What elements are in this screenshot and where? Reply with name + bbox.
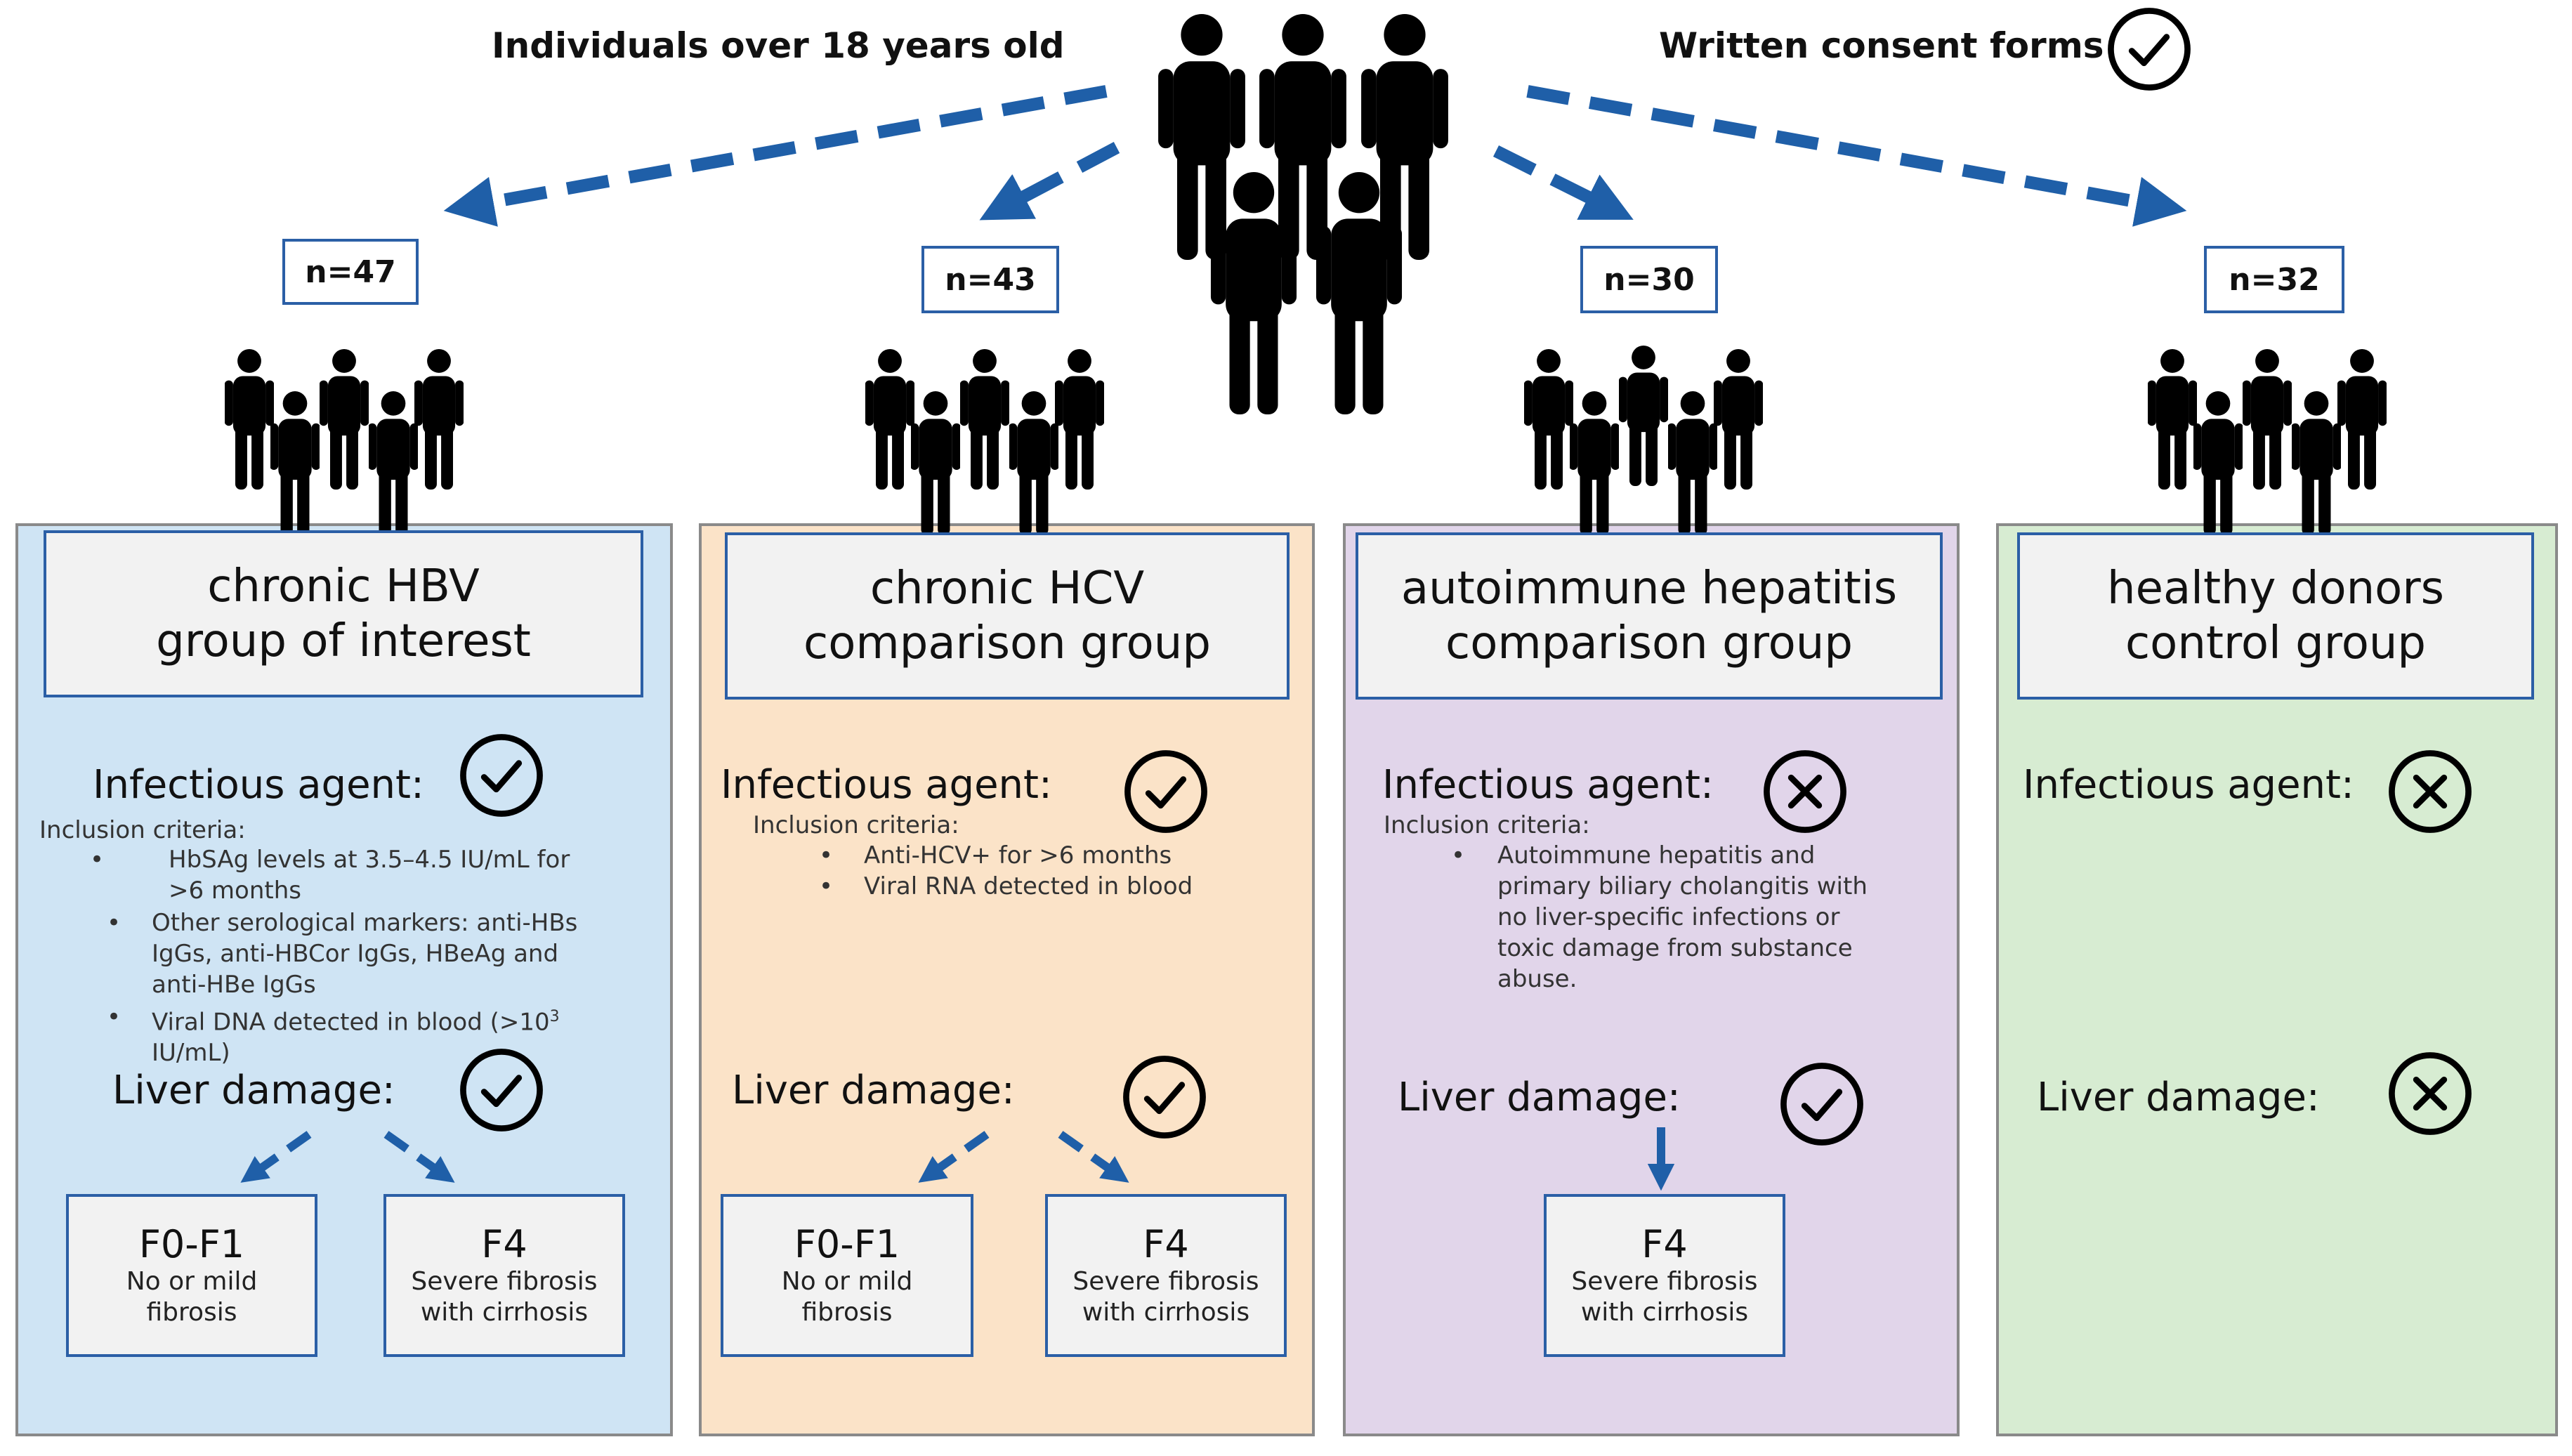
header-left-label: Individuals over 18 years old [492,25,1065,66]
check-circle-icon [458,732,545,819]
n-count-hcv: n=43 [921,246,1059,313]
group-title-hcv-line1: chronic HCV [870,563,1145,615]
group-title-hbv-line2: group of interest [156,615,531,667]
criteria-list-hcv: •Anti-HCV+ for >6 months •Viral RNA dete… [815,840,1271,902]
stage-box-hcv-f4: F4 Severe fibrosis with cirrhosis [1045,1194,1287,1357]
stage-desc: No or mild [781,1267,913,1296]
x-circle-icon [2387,1050,2474,1137]
consent-check-icon [2106,6,2193,93]
group-title-aih-line2: comparison group [1445,617,1853,669]
arrow-to-aih [1492,145,1634,220]
criteria-label-aih: Inclusion criteria: [1384,811,1590,839]
stage-desc: Severe fibrosis [1072,1267,1259,1296]
stage-code: F4 [1143,1222,1189,1266]
group-title-healthy-line2: control group [2125,617,2427,669]
group-people-icon-healthy [2148,349,2387,535]
group-title-hbv-line1: chronic HBV [207,560,480,612]
n-count-aih: n=30 [1580,246,1718,313]
list-item: •Autoimmune hepatitis and primary biliar… [1451,841,1868,993]
group-title-hcv-line2: comparison group [803,617,1211,669]
check-circle-icon [1778,1061,1865,1148]
group-people-icon-hbv [225,349,464,535]
population-icon [1158,14,1448,414]
group-title-healthy-line1: healthy donors [2107,563,2444,615]
group-title-hbv: chronic HBV group of interest [44,530,643,697]
liver-label-healthy: Liver damage: [2037,1075,2320,1120]
stage-code: F4 [481,1222,527,1266]
stage-desc: with cirrhosis [1082,1298,1250,1327]
criteria-list-hbv: •HbSAg levels at 3.5–4.5 IU/mL for >6 mo… [84,844,597,1068]
list-item: •HbSAg levels at 3.5–4.5 IU/mL for >6 mo… [90,846,570,905]
header-right-label: Written consent forms [1659,25,2104,66]
stage-desc: with cirrhosis [1580,1298,1749,1327]
stage-box-aih-f4: F4 Severe fibrosis with cirrhosis [1544,1194,1785,1357]
x-circle-icon [2387,748,2474,835]
infectious-label-healthy: Infectious agent: [2023,762,2354,808]
criteria-list-aih: •Autoimmune hepatitis and primary biliar… [1447,840,1896,995]
arrow-hbv-f0 [240,1131,312,1183]
stage-box-hcv-f0f1: F0-F1 No or mild fibrosis [721,1194,973,1357]
liver-label-hbv: Liver damage: [112,1068,395,1113]
stage-code: F0-F1 [138,1222,245,1266]
arrow-to-hcv [979,142,1120,221]
infectious-label-aih: Infectious agent: [1382,762,1714,808]
stage-box-hbv-f4: F4 Severe fibrosis with cirrhosis [383,1194,625,1357]
stage-desc: Severe fibrosis [1571,1267,1758,1296]
x-circle-icon [1761,748,1849,835]
liver-label-aih: Liver damage: [1398,1075,1681,1120]
list-item: •Other serological markers: anti-HBs IgG… [107,909,578,999]
infectious-label-hcv: Infectious agent: [721,762,1052,808]
stage-box-hbv-f0f1: F0-F1 No or mild fibrosis [66,1194,317,1357]
arrow-hcv-f4 [1058,1131,1129,1183]
group-title-aih: autoimmune hepatitis comparison group [1356,532,1943,700]
stage-desc: with cirrhosis [420,1298,589,1327]
list-item: •Viral RNA detected in blood [819,872,1193,900]
stage-code: F4 [1641,1222,1688,1266]
check-circle-icon [1122,748,1209,835]
check-circle-icon [458,1047,545,1134]
stage-desc: No or mild [126,1267,258,1296]
n-count-healthy: n=32 [2204,246,2344,313]
group-title-aih-line1: autoimmune hepatitis [1400,563,1898,615]
group-title-hcv: chronic HCV comparison group [725,532,1290,700]
list-item: •Viral DNA detected in blood (>103 IU/mL… [107,1003,560,1068]
group-title-healthy: healthy donors control group [2017,532,2534,700]
group-people-icon-aih [1524,346,1763,535]
infectious-label-hbv: Infectious agent: [93,762,424,808]
stage-code: F0-F1 [794,1222,900,1266]
criteria-label-hbv: Inclusion criteria: [39,816,246,844]
stage-desc: fibrosis [146,1298,237,1327]
liver-label-hcv: Liver damage: [732,1068,1015,1113]
arrow-to-hbv [443,85,1108,227]
group-people-icon-hcv [865,349,1104,535]
arrow-hcv-f0 [918,1131,990,1183]
check-circle-icon [1121,1054,1208,1141]
arrow-hbv-f4 [383,1131,455,1183]
n-count-hbv: n=47 [282,239,419,305]
stage-desc: Severe fibrosis [411,1267,598,1296]
criteria-label-hcv: Inclusion criteria: [753,811,959,839]
arrow-to-healthy [1526,85,2187,227]
stage-desc: fibrosis [801,1298,893,1327]
list-item: •Anti-HCV+ for >6 months [819,841,1172,870]
